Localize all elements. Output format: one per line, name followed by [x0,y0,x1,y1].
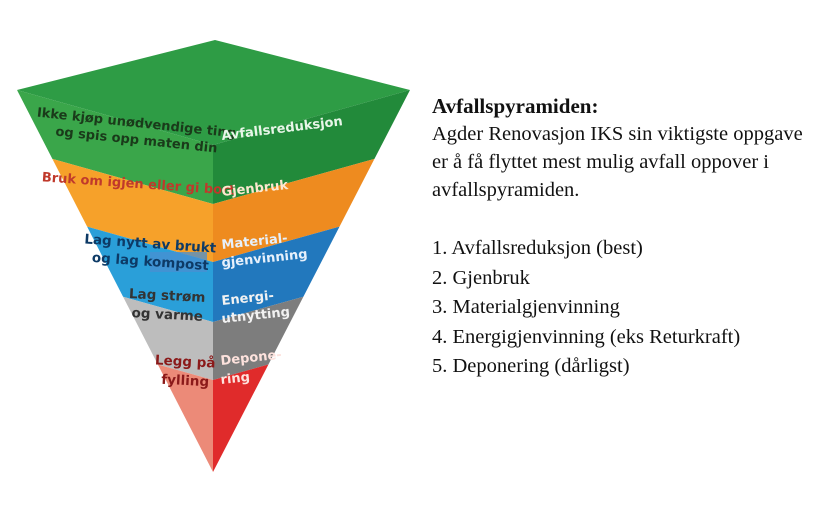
pyramid-band-reduction-front [17,90,213,204]
description-intro: Agder Renovasjon IKS sin viktigste oppga… [432,120,837,204]
list-item: 4. Energigjenvinning (eks Returkraft) [432,325,741,348]
pyramid-landfill-name: Depone- [220,348,283,369]
pyramid-energy-description: og varme [131,305,203,325]
pyramid-energy-name: Energi- [221,289,275,309]
kompost-highlight [150,252,207,272]
pyramid-energy-name: utnytting [221,305,291,327]
pyramid-recycling-name: Material- [221,231,288,253]
list-item: 3. Materialgjenvinning [432,296,620,318]
pyramid-band-landfill-side [213,364,269,472]
intro-line: er å få flyttet mest mulig avfall oppove… [432,151,769,173]
intro-line: Agder Renovasjon IKS sin viktigste oppga… [432,123,803,145]
pyramid-band-energy-side [213,296,304,380]
description-title: Avfallspyramiden: [432,94,599,118]
pyramid-band-reuse-side [213,158,375,262]
pyramid-landfill-description: fylling [161,372,210,390]
pyramid-band-recycling-front [87,226,213,322]
pyramid-landfill-name: ring [220,370,251,388]
pyramid-landfill-description: Legg på [155,351,216,371]
pyramid-band-reuse-front [52,158,213,262]
hierarchy-list: 1. Avfallsreduksjon (best) 2. Gjenbruk 3… [432,234,837,382]
list-item: 2. Gjenbruk [432,266,530,289]
list-item: 5. Deponering (dårligst) [432,355,630,377]
pyramid-reuse-name: Gjenbruk [221,178,289,200]
pyramid-energy-description: Lag strøm [129,286,206,306]
pyramid-band-energy-front [123,296,213,380]
list-item: 1. Avfallsreduksjon (best) [432,237,643,259]
description-panel: Avfallspyramiden: Agder Renovasjon IKS s… [432,92,837,382]
pyramid-top-face [17,40,410,145]
pyramid-band-landfill-front [157,364,213,472]
pyramid-band-reduction-side [213,90,410,204]
pyramid-band-recycling-side [213,226,340,322]
intro-line: avfallspyramiden. [432,179,580,201]
